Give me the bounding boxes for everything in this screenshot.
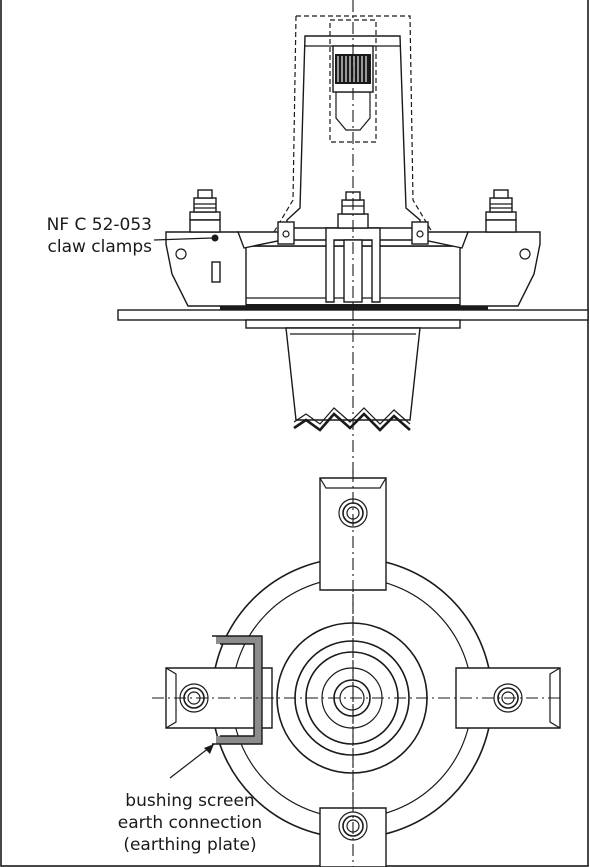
- center-bracket-right-ear: [411, 221, 429, 245]
- clamps-label-line2: claw clamps: [48, 237, 153, 257]
- cover-dashed-outline-left: [273, 15, 297, 233]
- right-nut: [489, 197, 513, 213]
- clamps-leader-line: [153, 237, 213, 241]
- earth-label-line2: earth connection: [118, 813, 262, 833]
- base-gasket-band: [220, 304, 488, 310]
- left-nut: [193, 197, 217, 213]
- clamps-callout: NF C 52-053 claw clamps: [47, 215, 213, 257]
- center-bracket-left-ear: [277, 221, 295, 245]
- left-claw-clamp: [165, 231, 247, 307]
- right-washer: [485, 211, 517, 221]
- right-claw-clamp: [459, 231, 541, 307]
- top-clamp: [319, 477, 387, 591]
- left-clamp-tab: [211, 261, 221, 283]
- inner-connector-dashed: [329, 19, 377, 143]
- clamps-label-line1: NF C 52-053: [47, 215, 152, 235]
- bottom-clamp: [319, 807, 387, 867]
- earthing-plate: [216, 636, 262, 744]
- left-clamp-hole: [175, 248, 187, 260]
- earth-label-line1: bushing screen: [125, 791, 254, 811]
- left-washer: [189, 211, 221, 221]
- break-line: [293, 412, 411, 432]
- right-clamp-hole: [519, 248, 531, 260]
- earth-label-line3: (earthing plate): [123, 835, 256, 855]
- top-view: [152, 470, 561, 867]
- left-clamp-pointer-dot: [211, 234, 219, 242]
- earth-leader-arrow: [204, 744, 214, 754]
- earth-callout: bushing screen earth connection (earthin…: [118, 743, 262, 855]
- left-stud: [197, 189, 213, 199]
- right-stud: [493, 189, 509, 199]
- center-stirrup: [325, 227, 381, 303]
